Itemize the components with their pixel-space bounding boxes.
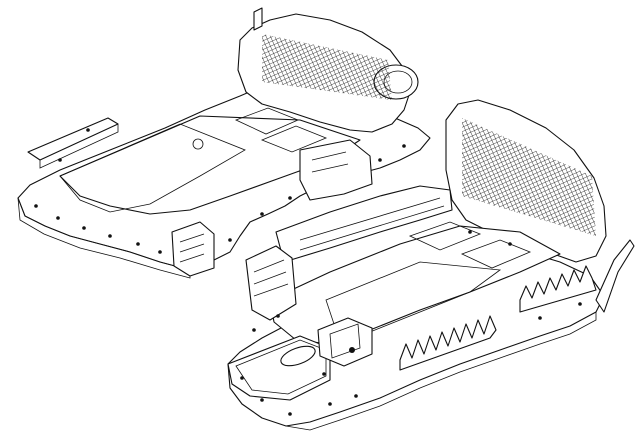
lower-flange-bolts <box>240 230 582 416</box>
upper-boss <box>192 138 204 150</box>
lower-side-duct-lines <box>299 197 445 251</box>
lower-front-mesh <box>235 339 327 395</box>
upper-post <box>253 7 263 31</box>
upper-mesh-panel <box>59 123 246 213</box>
lower-pack-housing <box>227 99 635 431</box>
upper-left-bracket-edge <box>39 124 119 169</box>
lower-left-wall <box>245 245 297 321</box>
lower-center-module-face <box>329 323 361 359</box>
lower-cooling-fins <box>399 265 597 371</box>
upper-flange-bolts <box>34 128 406 254</box>
upper-connector-block <box>171 221 215 277</box>
upper-pad-1 <box>234 107 300 135</box>
lower-front-port <box>280 345 316 367</box>
lower-pad-1 <box>408 221 482 251</box>
lower-pad-2 <box>460 239 532 269</box>
lower-right-tab <box>595 239 635 313</box>
upper-pack-housing <box>17 7 431 279</box>
upper-pad-2 <box>260 125 328 153</box>
upper-rear-rib-texture <box>262 34 392 100</box>
lower-front-edge <box>285 312 597 431</box>
upper-deck <box>59 115 361 215</box>
upper-side-wall-ribs <box>311 151 349 173</box>
lower-left-wall-ribs <box>253 259 289 297</box>
upper-connector-ribs <box>179 233 205 263</box>
lower-rear-rib-texture <box>462 118 596 236</box>
upper-side-wall <box>299 139 373 201</box>
lower-side-duct <box>275 185 453 263</box>
